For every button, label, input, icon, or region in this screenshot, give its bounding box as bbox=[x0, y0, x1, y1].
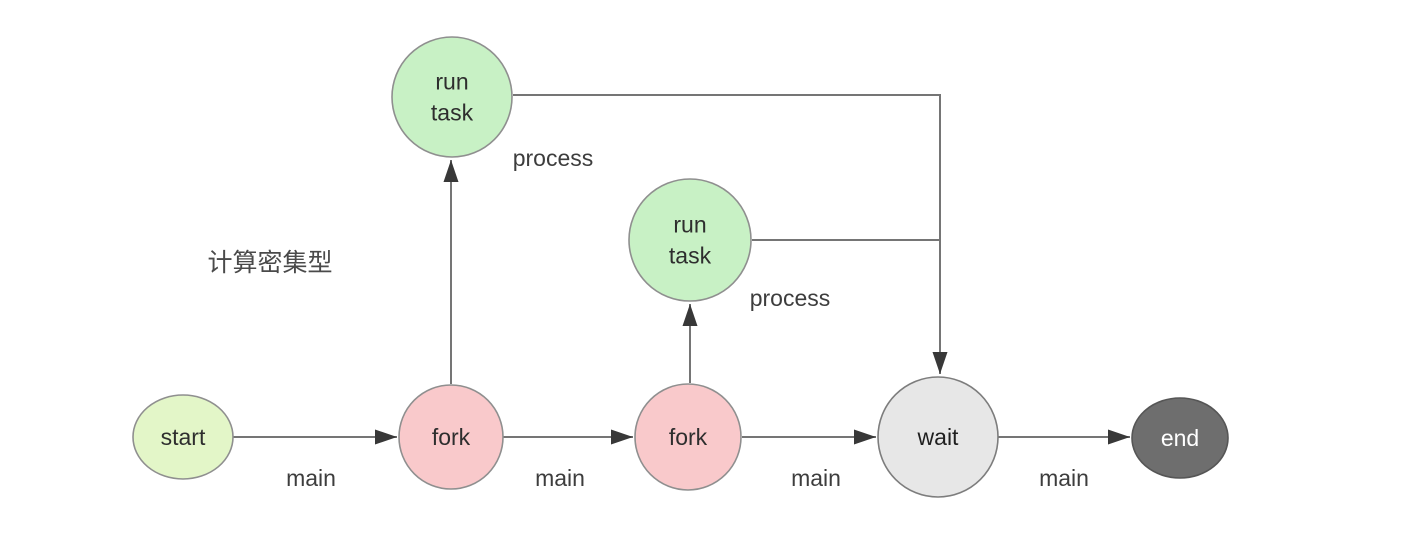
edge-run-task-1-to-wait bbox=[513, 94, 948, 374]
annotation-compute-intensive: 计算密集型 bbox=[207, 249, 332, 277]
node-shape-fork-2 bbox=[634, 383, 742, 491]
edge-label-fork-2-to-wait: main bbox=[791, 465, 841, 491]
node-label-wait: wait bbox=[917, 424, 960, 450]
edge-label-fork-1-to-run-task-1: process bbox=[513, 145, 594, 171]
node-shape-end bbox=[1131, 397, 1229, 479]
node-shape-wait bbox=[877, 376, 999, 498]
edge-label-fork-1-to-fork-2: main bbox=[535, 465, 585, 491]
edge-label-start-to-fork-1: main bbox=[286, 465, 336, 491]
node-fork-1: fork bbox=[398, 384, 504, 490]
node-shape-run-task-2 bbox=[628, 178, 752, 302]
edge-label-wait-to-end: main bbox=[1039, 465, 1089, 491]
node-label-fork-1: fork bbox=[432, 424, 471, 450]
node-start: start bbox=[132, 394, 234, 480]
node-shape-start bbox=[132, 394, 234, 480]
edge-label-fork-2-to-run-task-2: process bbox=[750, 285, 831, 311]
node-shape-run-task-1 bbox=[391, 36, 513, 158]
node-label-fork-2: fork bbox=[669, 424, 708, 450]
node-label-start: start bbox=[161, 424, 206, 450]
node-end: end bbox=[1131, 397, 1229, 479]
node-wait: wait bbox=[877, 376, 999, 498]
node-fork-2: fork bbox=[634, 383, 742, 491]
node-label-end: end bbox=[1161, 425, 1199, 451]
node-shape-fork-1 bbox=[398, 384, 504, 490]
